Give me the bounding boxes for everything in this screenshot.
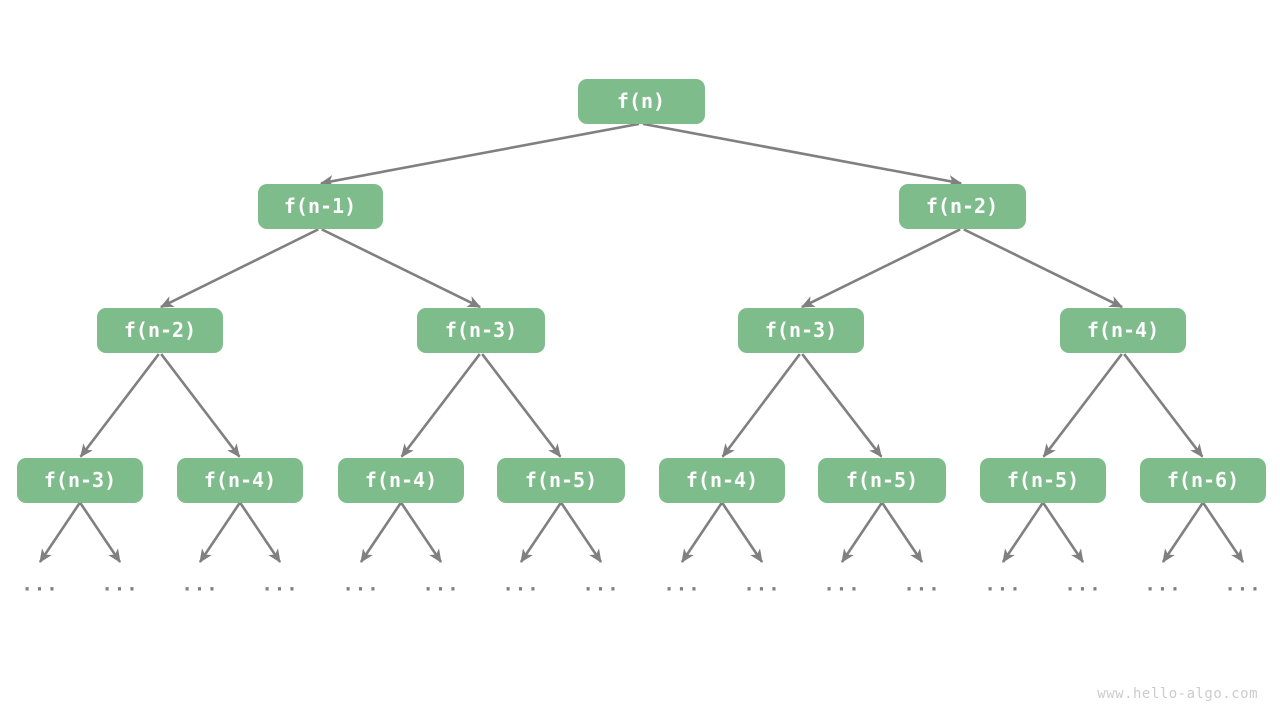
ellipsis-marker-5: ... (422, 573, 460, 596)
stub-edge-n11-9 (720, 501, 764, 563)
stub-edge-n14-15 (1201, 501, 1245, 563)
stub-edge-n9-4 (359, 501, 403, 563)
tree-node-label: f(n-3) (43, 468, 117, 492)
stub-edge-n10-6 (519, 501, 563, 563)
watermark: www.hello-algo.com (1097, 686, 1258, 702)
stub-edge-n13-13 (1041, 501, 1085, 563)
tree-node-n3: f(n-2) (97, 307, 223, 353)
tree-node-n8: f(n-4) (177, 457, 303, 503)
ellipsis-marker-2: ... (181, 573, 219, 596)
edge-n0-to-n2 (642, 122, 963, 187)
ellipsis-marker-6: ... (502, 573, 540, 596)
tree-node-n5: f(n-3) (738, 307, 864, 353)
edge-n4-to-n10 (481, 353, 562, 458)
tree-node-label: f(n-4) (203, 468, 277, 492)
edge-n4-to-n9 (400, 353, 481, 458)
tree-node-label: f(n-5) (524, 468, 598, 492)
ellipsis-marker-8: ... (663, 573, 701, 596)
ellipsis-marker-4: ... (342, 573, 380, 596)
stub-edge-n8-2 (198, 501, 242, 563)
edge-n5-to-n12 (801, 353, 883, 458)
tree-node-label: f(n-3) (764, 318, 838, 342)
tree-node-label: f(n-4) (685, 468, 759, 492)
tree-node-n10: f(n-5) (497, 457, 625, 503)
tree-node-n0: f(n) (577, 78, 705, 124)
tree-node-n11: f(n-4) (659, 457, 785, 503)
tree-node-n1: f(n-1) (257, 183, 383, 229)
ellipsis-marker-14: ... (1144, 573, 1182, 596)
stub-edge-n8-3 (238, 501, 282, 563)
edge-n2-to-n6 (963, 228, 1124, 309)
stub-edge-n12-11 (880, 501, 924, 563)
ellipsis-marker-12: ... (984, 573, 1022, 596)
tree-node-n7: f(n-3) (17, 457, 143, 503)
tree-node-n13: f(n-5) (980, 457, 1106, 503)
edge-n2-to-n5 (800, 228, 961, 309)
tree-node-label: f(n-5) (845, 468, 919, 492)
ellipsis-marker-3: ... (261, 573, 299, 596)
ellipsis-marker-9: ... (743, 573, 781, 596)
tree-node-label: f(n-6) (1166, 468, 1240, 492)
ellipsis-marker-7: ... (582, 573, 620, 596)
stub-edge-n7-1 (78, 501, 122, 563)
stub-edge-n13-12 (1001, 501, 1045, 563)
tree-node-label: f(n-1) (283, 194, 357, 218)
ellipsis-marker-0: ... (21, 573, 59, 596)
tree-node-n2: f(n-2) (898, 183, 1026, 229)
tree-node-label: f(n-4) (364, 468, 438, 492)
ellipsis-marker-15: ... (1224, 573, 1262, 596)
stub-edge-n7-0 (38, 501, 82, 563)
tree-node-label: f(n-3) (444, 318, 518, 342)
edge-group (38, 122, 1245, 563)
tree-node-n4: f(n-3) (417, 307, 545, 353)
ellipsis-marker-1: ... (101, 573, 139, 596)
edge-n6-to-n14 (1123, 353, 1204, 458)
ellipsis-marker-13: ... (1064, 573, 1102, 596)
edge-n3-to-n8 (160, 353, 241, 458)
stub-edge-n14-14 (1161, 501, 1205, 563)
tree-node-label: f(n-4) (1086, 318, 1160, 342)
tree-node-n12: f(n-5) (818, 457, 946, 503)
ellipsis-marker-10: ... (823, 573, 861, 596)
tree-node-label: f(n-2) (123, 318, 197, 342)
edge-n1-to-n4 (321, 228, 482, 309)
tree-node-label: f(n-2) (925, 194, 999, 218)
edge-n1-to-n3 (159, 228, 319, 309)
tree-node-n14: f(n-6) (1140, 457, 1266, 503)
tree-node-label: f(n-5) (1006, 468, 1080, 492)
edge-n0-to-n1 (319, 122, 640, 187)
tree-node-label: f(n) (616, 89, 666, 113)
edge-n3-to-n7 (79, 353, 160, 458)
stub-edge-n12-10 (840, 501, 884, 563)
stub-edge-n9-5 (399, 501, 443, 563)
tree-node-n9: f(n-4) (338, 457, 464, 503)
stub-edge-n11-8 (680, 501, 724, 563)
edge-n5-to-n11 (721, 353, 801, 458)
edge-n6-to-n13 (1042, 353, 1123, 458)
stub-edge-n10-7 (559, 501, 603, 563)
tree-node-n6: f(n-4) (1060, 307, 1186, 353)
ellipsis-marker-11: ... (903, 573, 941, 596)
